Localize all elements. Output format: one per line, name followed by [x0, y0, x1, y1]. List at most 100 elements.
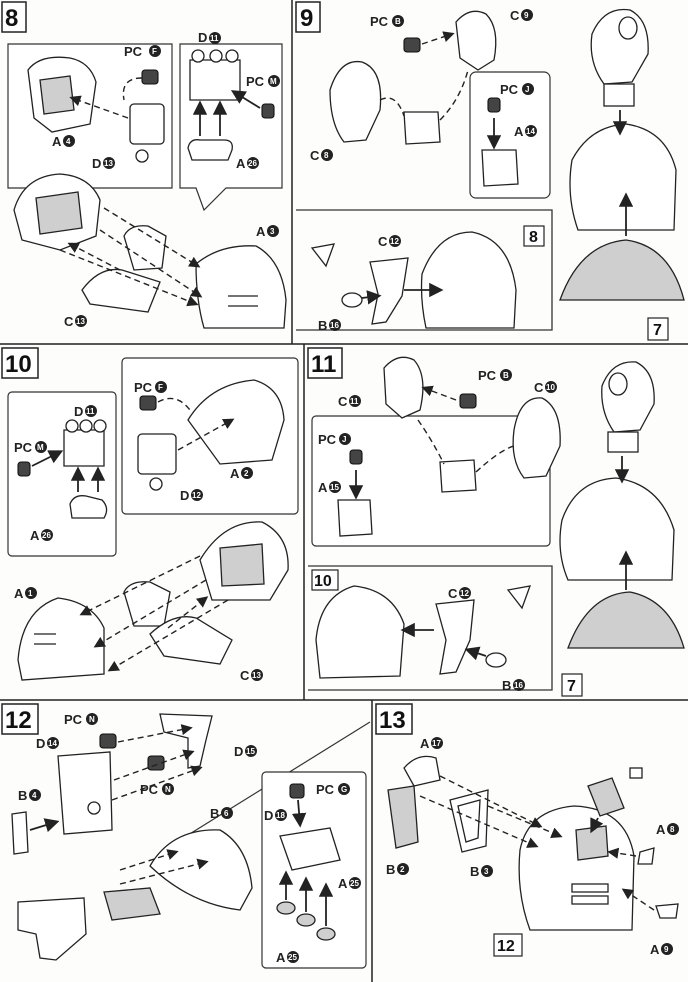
- part-number: N: [89, 715, 95, 724]
- part-label: A: [514, 124, 524, 139]
- step-13-number-box: [375, 703, 413, 735]
- assembly-arrow: [464, 646, 487, 661]
- part-label: D: [234, 744, 243, 759]
- part-label: D: [36, 736, 45, 751]
- part-a25-ring: [296, 913, 316, 927]
- guide-line: [487, 805, 563, 838]
- part-c8: [329, 60, 382, 143]
- part-pc-b: [459, 393, 477, 409]
- assembly-arrow: [291, 799, 307, 828]
- guide-line: [67, 242, 121, 271]
- part-number: 8: [324, 151, 329, 160]
- part-pc-m: [261, 103, 275, 119]
- part-number: 12: [192, 491, 201, 500]
- part-number: F: [158, 383, 163, 392]
- assembly-arrow: [590, 817, 604, 834]
- part-number: 11: [350, 397, 359, 406]
- part-joint: [403, 111, 441, 145]
- ref-step-12-label: 12: [497, 938, 515, 955]
- guide-line: [421, 31, 455, 45]
- guide-line: [117, 724, 193, 743]
- step-8-number-box: [1, 1, 27, 33]
- part-number: M: [270, 77, 277, 86]
- part-number: 16: [514, 681, 523, 690]
- guide-line: [439, 69, 469, 121]
- part-number: 11: [210, 34, 219, 43]
- guide-line: [119, 858, 209, 885]
- part-label: B: [318, 318, 327, 333]
- part-a26-assembly: [123, 225, 167, 271]
- part-label: D: [92, 156, 101, 171]
- part-number: 9: [664, 945, 669, 954]
- part-number: J: [525, 85, 529, 94]
- part-label: PC: [246, 74, 265, 89]
- part-label: A: [230, 466, 240, 481]
- note-icon: [629, 767, 643, 779]
- part-label: C: [448, 586, 458, 601]
- part-number: 6: [224, 809, 229, 818]
- part-d12: [137, 433, 177, 475]
- step-12-inset: [261, 771, 367, 969]
- step-9-panel: 9 8 7: [295, 1, 685, 341]
- part-d13: [129, 103, 165, 145]
- part-label: PC: [478, 368, 497, 383]
- assembly-arrow: [29, 818, 60, 833]
- step-11-panel: 11 10 7 PC: [307, 347, 685, 697]
- assembly-arrow: [230, 90, 261, 109]
- part-label: PC: [14, 440, 33, 455]
- step-11-number-box: [307, 347, 343, 379]
- part-number: 14: [48, 739, 57, 748]
- part-a26-assembly: [123, 581, 171, 627]
- part-label: C: [378, 234, 388, 249]
- ref-step-12: [493, 933, 523, 957]
- vent-line: [571, 895, 609, 905]
- part-number: 26: [248, 159, 257, 168]
- part-upper-torso: [518, 805, 635, 931]
- head-neck: [607, 431, 639, 453]
- guide-line: [107, 599, 229, 672]
- part-number: 4: [32, 791, 37, 800]
- part-label: A: [256, 224, 266, 239]
- ref-step-8: [523, 225, 545, 247]
- step-11-inset: [311, 415, 551, 547]
- part-label: A: [318, 480, 328, 495]
- part-d12-peg: [149, 477, 163, 491]
- guide-line: [93, 579, 207, 648]
- part-d18: [279, 827, 341, 871]
- step-13-panel: 13 12 A 17 B 2 B 3 A 8: [375, 703, 679, 957]
- part-number: 16: [330, 321, 339, 330]
- part-number: 13: [76, 317, 85, 326]
- part-number: J: [342, 435, 346, 444]
- part-detail-piece: [587, 777, 625, 817]
- part-label: C: [64, 314, 74, 329]
- part-label: A: [14, 586, 24, 601]
- step-11-subframe: [308, 565, 553, 691]
- part-assembled-shoulder: [315, 585, 405, 679]
- part-pc-b: [403, 37, 421, 53]
- part-number: 3: [484, 867, 489, 876]
- part-number: B: [503, 371, 509, 380]
- part-label: PC: [64, 712, 83, 727]
- part-a1: [17, 597, 105, 681]
- vent-line: [571, 883, 609, 893]
- ref-step-10: [311, 569, 339, 591]
- part-c11: [383, 356, 424, 419]
- step-10-labels: PC F D 11 PC M A 2 D 12 A 26 A 1 C 13: [14, 380, 263, 683]
- head-socket: [618, 16, 638, 40]
- part-a25-ring: [316, 927, 336, 941]
- step-9-labels: PC B C 9 PC J C 8 A 14 C 12 B 16: [310, 8, 537, 333]
- part-a8: [637, 847, 655, 865]
- part-a9: [655, 903, 679, 919]
- step-9-number: 9: [300, 5, 313, 32]
- step-12-number-box: [1, 703, 39, 735]
- guide-line: [157, 397, 191, 411]
- part-a2: [187, 379, 285, 465]
- part-a26: [187, 139, 233, 161]
- part-label: PC: [500, 82, 519, 97]
- part-label: A: [420, 736, 430, 751]
- part-label: A: [236, 156, 246, 171]
- part-inner-frame: [219, 543, 265, 587]
- part-c9: [455, 10, 497, 71]
